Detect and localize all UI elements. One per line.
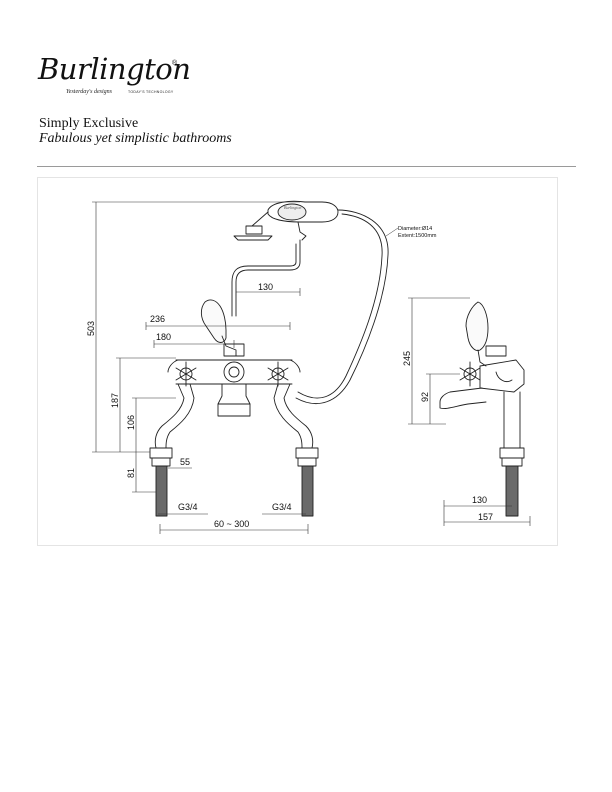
hose-diameter-note: Diameter:Ø14 <box>398 226 432 232</box>
drawing-frame <box>37 177 558 546</box>
brand-name: Burlington <box>38 52 191 86</box>
dim-thread-left: G3/4 <box>178 502 198 512</box>
subtagline: Fabulous yet simplistic bathrooms <box>39 131 232 146</box>
brand-tagline-right: TODAY'S TECHNOLOGY <box>128 90 174 94</box>
dim-thread-right: G3/4 <box>272 502 292 512</box>
handset-label: Burlington <box>284 205 301 210</box>
dim-side-height: 245 <box>402 351 412 366</box>
dim-overall-height: 503 <box>86 321 96 336</box>
registered-mark: ® <box>172 60 178 67</box>
header-divider <box>37 166 576 167</box>
hose-extent-note: Extent:1500mm <box>398 233 437 239</box>
dim-pipe-dia: 55 <box>180 457 190 467</box>
dim-leg-height: 81 <box>126 468 136 478</box>
brand-logo: Burlington ® Yesterday's designs TODAY'S… <box>38 52 191 102</box>
dim-handle-offset: 180 <box>156 332 171 342</box>
dim-side-reach-outer: 157 <box>478 512 493 522</box>
dim-centres: 60 ~ 300 <box>214 519 249 529</box>
brand-tagline-left: Yesterday's designs <box>66 89 113 95</box>
tagline: Simply Exclusive <box>39 116 139 131</box>
dim-spout-reach: 130 <box>258 282 273 292</box>
dim-body-height: 106 <box>126 415 136 430</box>
dim-upper-height: 187 <box>110 393 120 408</box>
dim-side-spout-height: 92 <box>420 392 430 402</box>
dim-handle-width: 236 <box>150 314 165 324</box>
dim-side-reach-inner: 130 <box>472 495 487 505</box>
